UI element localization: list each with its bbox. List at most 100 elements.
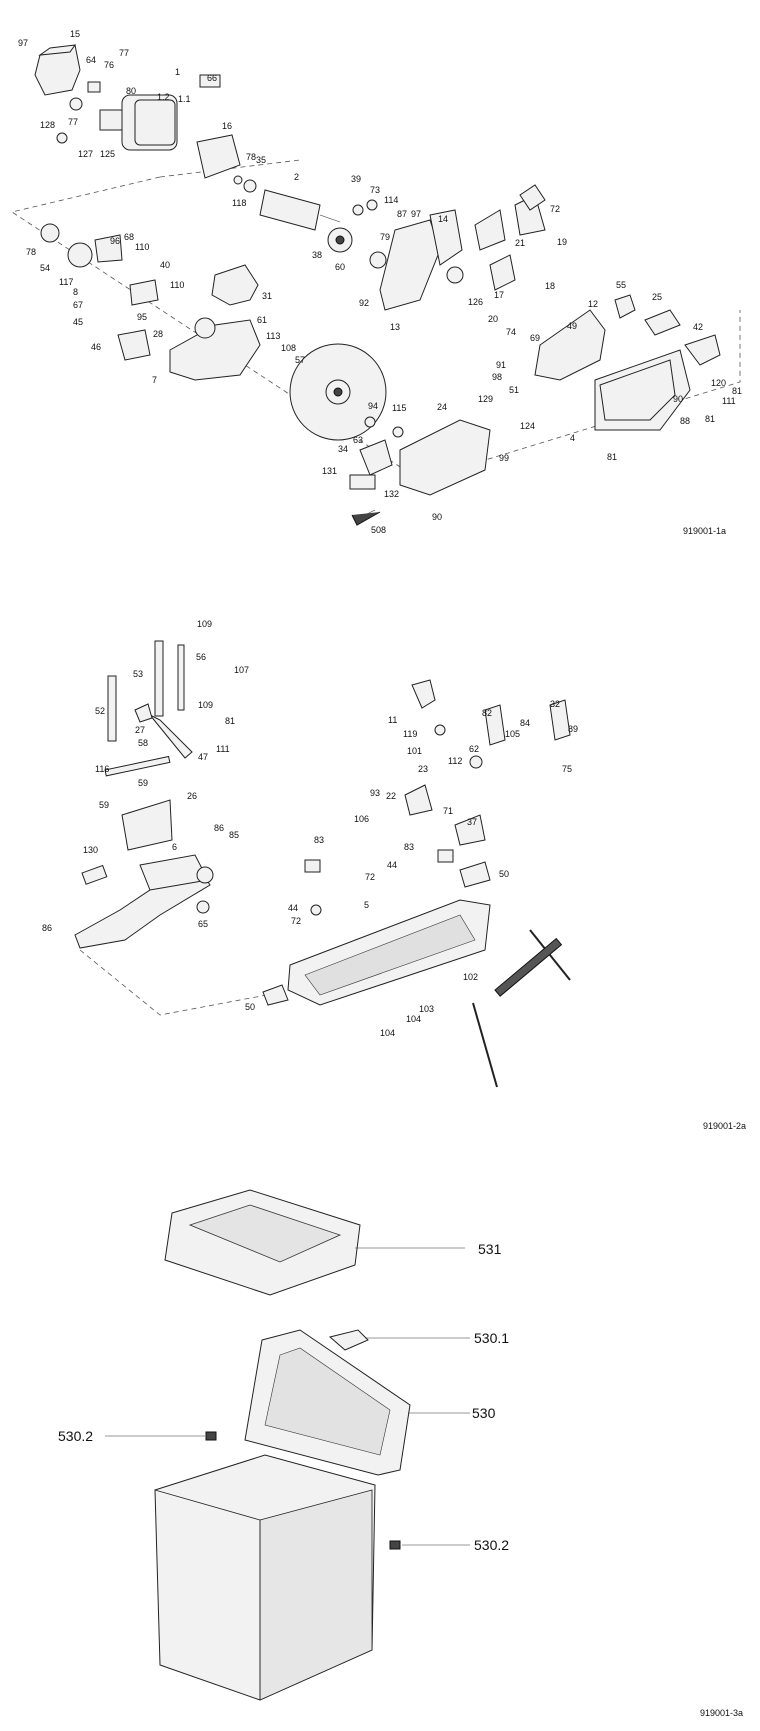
label-72: 72 bbox=[550, 204, 560, 214]
label-114: 114 bbox=[384, 195, 398, 205]
label-32: 32 bbox=[550, 699, 560, 709]
label-78b: 78 bbox=[26, 247, 36, 257]
label-101: 101 bbox=[407, 746, 422, 756]
label-90b: 90 bbox=[432, 512, 442, 522]
label-53: 53 bbox=[133, 669, 143, 679]
sheet-1-reference: 919001-1a bbox=[683, 526, 726, 536]
label-52: 52 bbox=[95, 706, 105, 716]
label-102: 102 bbox=[463, 972, 478, 982]
label-508: 508 bbox=[371, 525, 386, 535]
label-23: 23 bbox=[418, 764, 428, 774]
label-128: 128 bbox=[40, 120, 55, 130]
label-87: 87 bbox=[397, 209, 407, 219]
label-25: 25 bbox=[652, 292, 662, 302]
label-51: 51 bbox=[509, 385, 519, 395]
label-19: 19 bbox=[557, 237, 567, 247]
label-55: 55 bbox=[616, 280, 626, 290]
label-65: 65 bbox=[198, 919, 208, 929]
label-98: 98 bbox=[492, 372, 502, 382]
label-39: 39 bbox=[351, 174, 361, 184]
label-86b: 86 bbox=[42, 923, 52, 933]
sheet-2-drawing bbox=[74, 640, 571, 1088]
label-1-2: 1.2 bbox=[157, 92, 170, 102]
label-44b: 44 bbox=[288, 903, 298, 913]
label-95: 95 bbox=[137, 312, 147, 322]
label-530-2-right: 530.2 bbox=[474, 1537, 509, 1553]
label-50: 50 bbox=[499, 869, 509, 879]
label-57: 57 bbox=[295, 355, 305, 365]
label-99: 99 bbox=[499, 453, 509, 463]
label-18: 18 bbox=[545, 281, 555, 291]
label-75: 75 bbox=[562, 764, 572, 774]
label-27: 27 bbox=[135, 725, 145, 735]
sheet-3-reference: 919001-3a bbox=[700, 1708, 743, 1718]
label-86: 86 bbox=[214, 823, 224, 833]
label-530-1: 530.1 bbox=[474, 1330, 509, 1346]
label-79: 79 bbox=[380, 232, 390, 242]
label-59b: 59 bbox=[99, 800, 109, 810]
label-104: 104 bbox=[406, 1014, 421, 1024]
label-54: 54 bbox=[40, 263, 50, 273]
label-110b: 110 bbox=[170, 280, 184, 290]
label-132: 132 bbox=[384, 489, 399, 499]
label-14: 14 bbox=[438, 214, 448, 224]
label-15: 15 bbox=[70, 29, 80, 39]
label-89: 89 bbox=[568, 724, 578, 734]
label-92: 92 bbox=[359, 298, 369, 308]
label-64: 64 bbox=[86, 55, 96, 65]
label-67: 67 bbox=[73, 300, 83, 310]
label-126: 126 bbox=[468, 297, 483, 307]
label-530: 530 bbox=[472, 1405, 496, 1421]
label-108: 108 bbox=[281, 343, 296, 353]
label-63: 63 bbox=[353, 435, 363, 445]
sheet-1-labels: 97 15 64 76 77 80 1 66 1.2 1.1 128 77 12… bbox=[18, 29, 742, 536]
label-81c: 81 bbox=[607, 452, 617, 462]
label-111: 111 bbox=[216, 744, 230, 754]
label-103: 103 bbox=[419, 1004, 434, 1014]
label-12: 12 bbox=[588, 299, 598, 309]
label-88: 88 bbox=[680, 416, 690, 426]
label-124: 124 bbox=[520, 421, 535, 431]
label-46: 46 bbox=[91, 342, 101, 352]
label-40: 40 bbox=[160, 260, 170, 270]
label-1-1: 1.1 bbox=[178, 94, 191, 104]
label-91: 91 bbox=[496, 360, 506, 370]
label-4: 4 bbox=[570, 433, 575, 443]
label-115: 115 bbox=[392, 403, 406, 413]
label-131: 131 bbox=[322, 466, 337, 476]
label-530-2-left: 530.2 bbox=[58, 1428, 93, 1444]
label-84: 84 bbox=[520, 718, 530, 728]
label-81b: 81 bbox=[705, 414, 715, 424]
label-77b: 77 bbox=[68, 117, 78, 127]
label-113: 113 bbox=[266, 331, 280, 341]
label-34: 34 bbox=[338, 444, 348, 454]
label-47: 47 bbox=[198, 752, 208, 762]
label-72b: 72 bbox=[291, 916, 301, 926]
label-50b: 50 bbox=[245, 1002, 255, 1012]
label-97b: 97 bbox=[411, 209, 421, 219]
label-83b: 83 bbox=[404, 842, 414, 852]
label-13: 13 bbox=[390, 322, 400, 332]
label-130: 130 bbox=[83, 845, 98, 855]
label-117: 117 bbox=[59, 277, 73, 287]
label-105: 105 bbox=[505, 729, 520, 739]
label-61: 61 bbox=[257, 315, 267, 325]
label-6: 6 bbox=[172, 842, 177, 852]
label-22: 22 bbox=[386, 791, 396, 801]
sheet-1-drawing bbox=[11, 44, 741, 526]
label-90: 90 bbox=[673, 394, 683, 404]
label-104b: 104 bbox=[380, 1028, 395, 1038]
label-7: 7 bbox=[152, 375, 157, 385]
label-85: 85 bbox=[229, 830, 239, 840]
label-17: 17 bbox=[494, 290, 504, 300]
label-1: 1 bbox=[175, 67, 180, 77]
sheet-2-reference: 919001-2a bbox=[703, 1121, 746, 1131]
label-76: 76 bbox=[104, 60, 114, 70]
sheet-3-labels: 531 530.1 530 530.2 530.2 919001-3a bbox=[58, 1241, 743, 1718]
label-35: 35 bbox=[256, 155, 266, 165]
label-109b: 109 bbox=[198, 700, 213, 710]
label-111: 111 bbox=[722, 396, 736, 406]
label-110: 110 bbox=[135, 242, 149, 252]
label-125: 125 bbox=[100, 149, 115, 159]
